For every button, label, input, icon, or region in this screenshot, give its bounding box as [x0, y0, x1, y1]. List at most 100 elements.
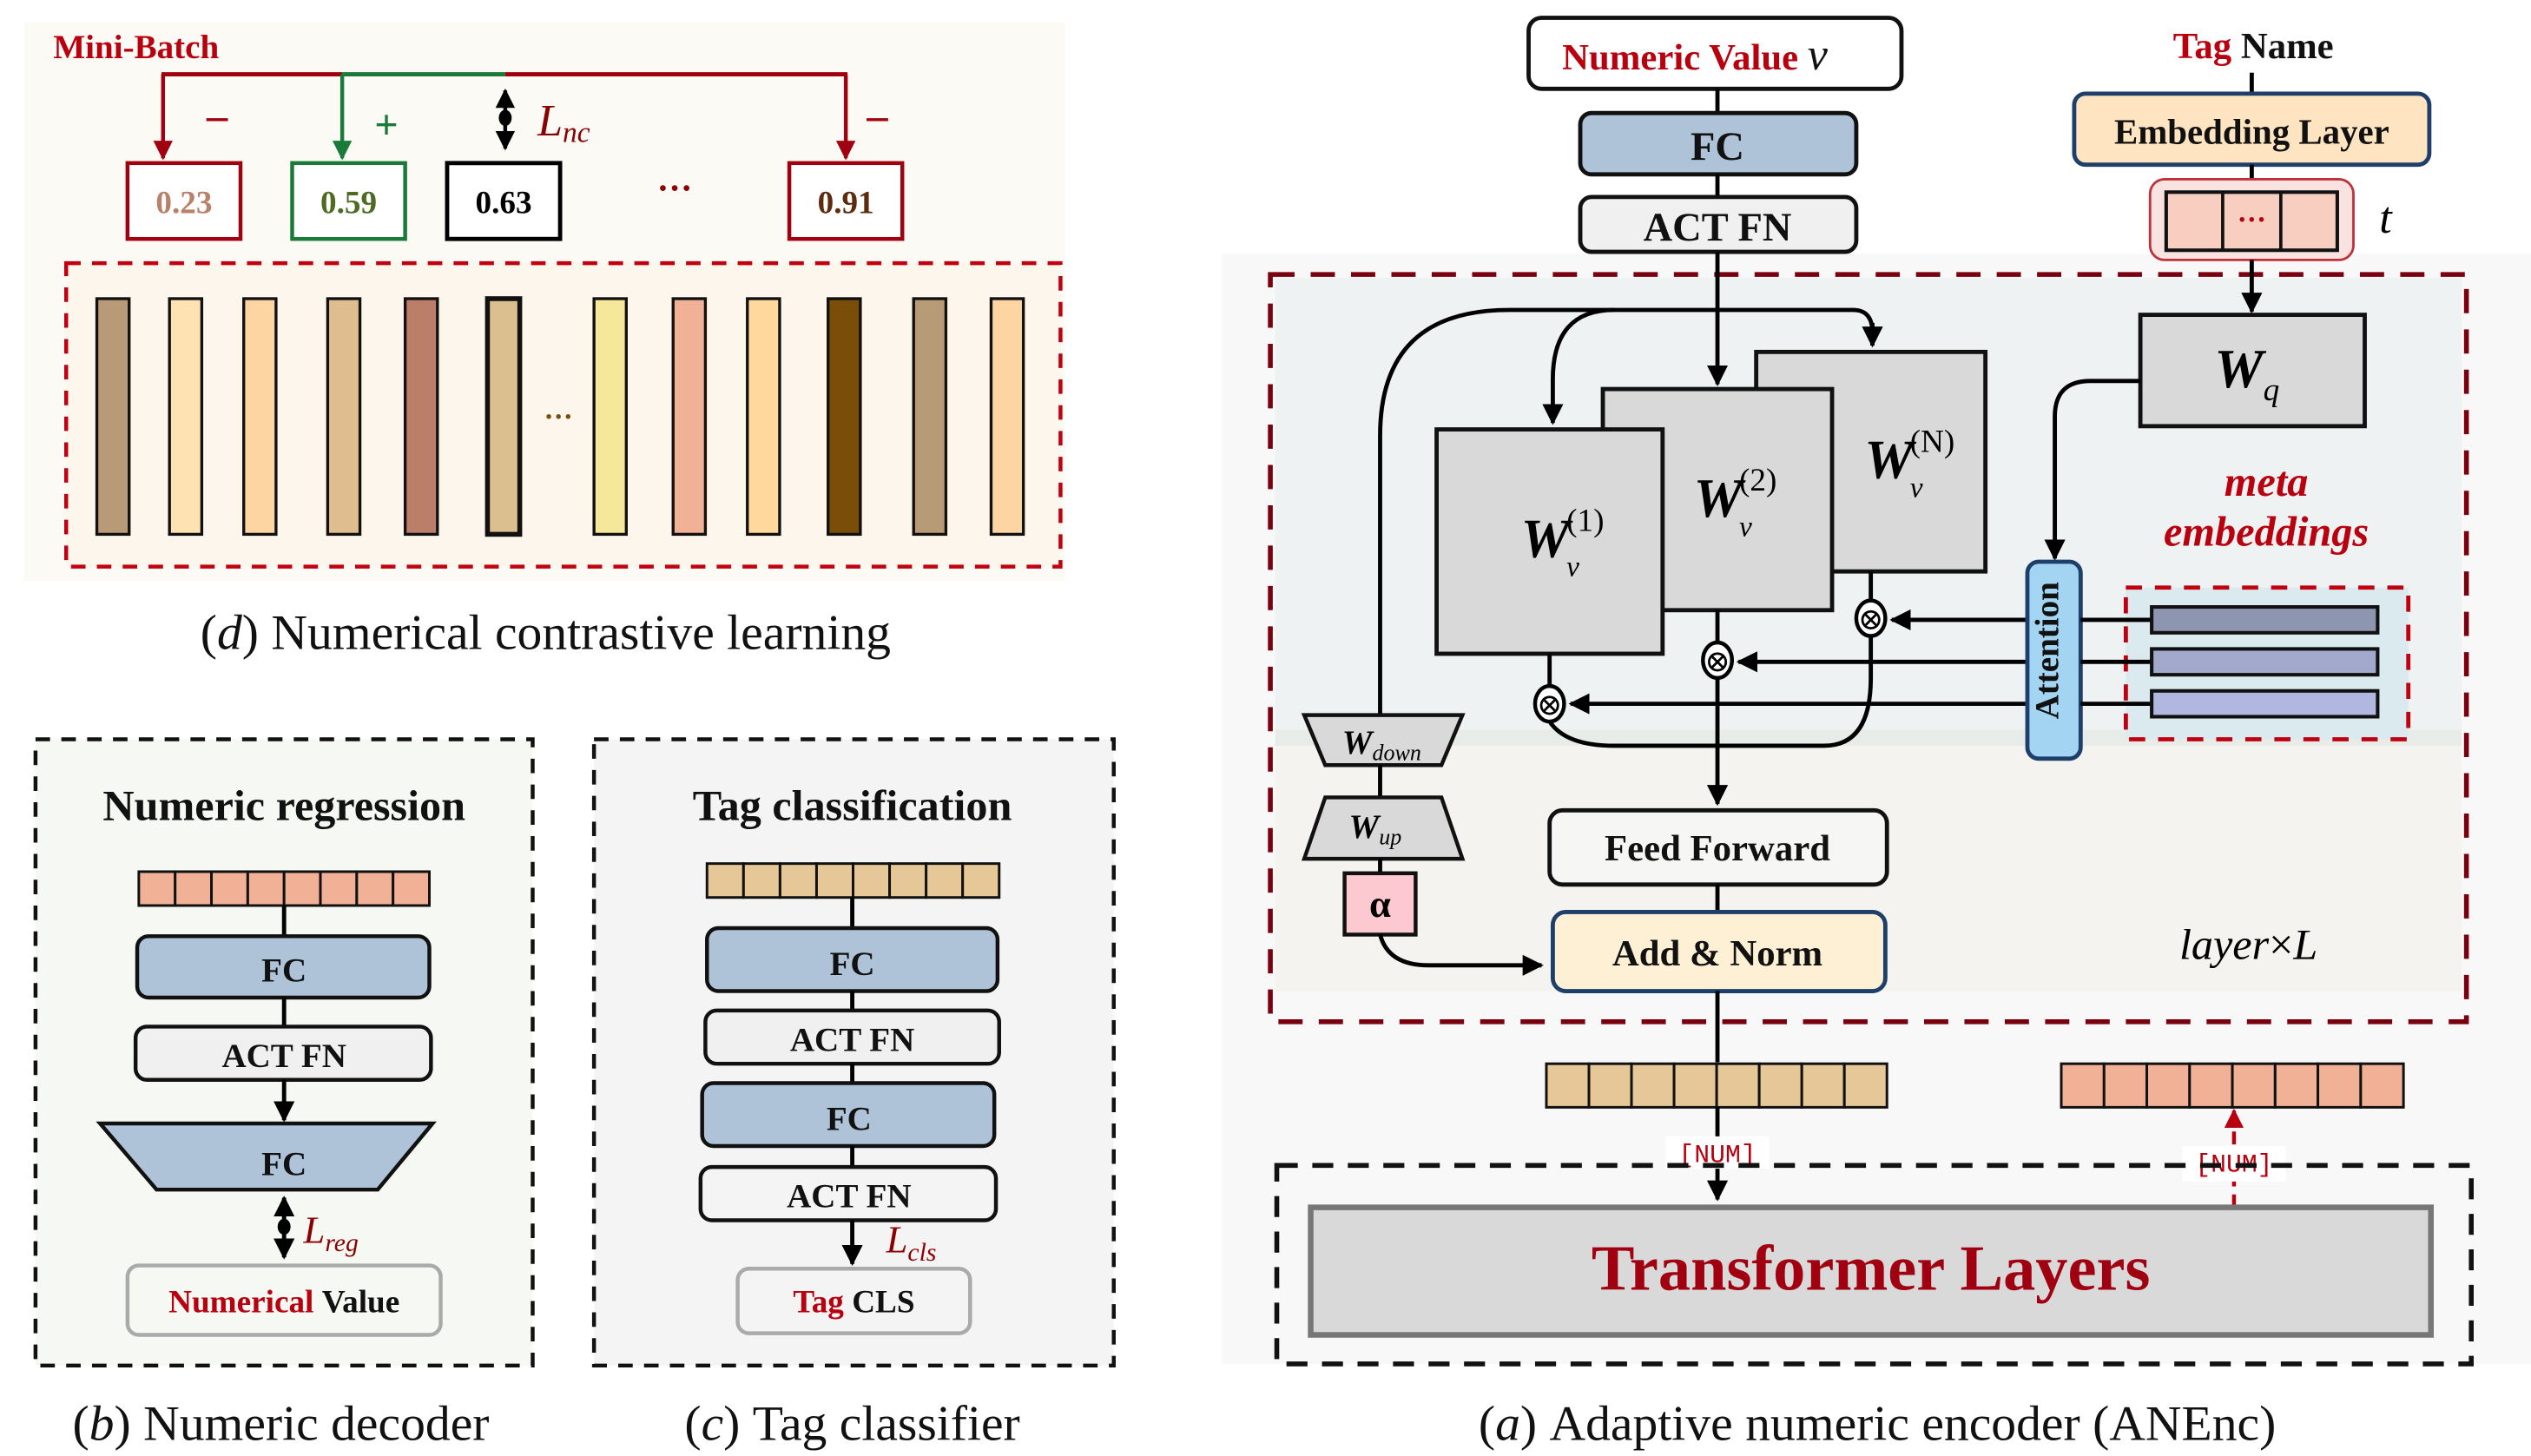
- fc-layer-label: FC: [1691, 125, 1744, 169]
- svg-text:⊗: ⊗: [1537, 688, 1563, 722]
- alpha-scale: [1342, 871, 1418, 937]
- embedding-bar: [95, 297, 131, 537]
- loss-nc-dot: [498, 109, 512, 127]
- token-cell: [1630, 1062, 1676, 1109]
- encoder-layer-frame: [1268, 272, 2469, 1024]
- token-cell: [1715, 1062, 1761, 1109]
- token-cell: [2102, 1062, 2149, 1109]
- token-cell: [1800, 1062, 1846, 1109]
- act-fn-label: ACT FN: [221, 1038, 346, 1075]
- tag-embedding-ellipsis: ···: [2238, 204, 2266, 236]
- token-cell: [392, 870, 431, 907]
- tag-name-label: Tag Name: [2173, 26, 2334, 67]
- sign-positive: +: [374, 102, 399, 148]
- tag-classification-title: Tag classification: [693, 781, 1012, 829]
- token-cell: [2060, 1062, 2106, 1109]
- meta-embedding-bar: [2150, 605, 2380, 635]
- token-cell: [2188, 1062, 2234, 1109]
- output-token-vector: [137, 870, 431, 907]
- caption-a: (a) Adaptive numeric encoder (ANEnc): [1479, 1396, 2276, 1451]
- token-cell: [888, 862, 928, 899]
- token-cell: [246, 870, 286, 907]
- values-ellipsis: ···: [657, 169, 693, 208]
- token-cell: [282, 870, 322, 907]
- alpha-label: α: [1369, 882, 1391, 926]
- embedding-bar: [326, 297, 362, 537]
- embedding-bars: [95, 296, 1025, 537]
- token-cell: [2359, 1062, 2405, 1109]
- token-cell: [2145, 1062, 2192, 1109]
- feed-forward-label: Feed Forward: [1605, 828, 1830, 869]
- token-cell: [1587, 1062, 1633, 1109]
- token-cell: [1757, 1062, 1803, 1109]
- w-down-label: Wdown: [1342, 724, 1421, 765]
- panel-tag-classifier: Tag classification FC ACT FN FC ACT FN L…: [591, 737, 1116, 1451]
- svg-text:⊗: ⊗: [1704, 644, 1730, 678]
- act-fn-2: [698, 1164, 999, 1222]
- output-token-vector: [2060, 1062, 2405, 1109]
- tag-embedding-vector: [2164, 190, 2339, 253]
- caption-b: (b) Numeric decoder: [72, 1396, 489, 1451]
- panel-contrastive-learning: Mini-Batch – + – Lnc 0.23 0.59 0.63 ···: [23, 23, 1065, 660]
- meta-label: meta: [2225, 459, 2309, 505]
- embedding-bar: [746, 297, 781, 537]
- wv-1-label: Wv(1): [1521, 504, 1605, 583]
- token-cell: [1672, 1062, 1718, 1109]
- fc-layer-2-label: FC: [261, 1145, 306, 1183]
- value-091: 0.91: [818, 185, 874, 221]
- token-cell: [705, 862, 745, 899]
- value-box-063: 0.63: [445, 161, 563, 241]
- numerical-value-label: Numerical Value: [168, 1284, 399, 1320]
- token-cell: [852, 862, 892, 899]
- token-cell: [925, 862, 965, 899]
- embedding-bar: [671, 297, 708, 537]
- bars-ellipsis: ···: [544, 401, 572, 433]
- panel-adaptive-numeric-encoder: Numeric Value v FC ACT FN Tag Name Embed…: [1222, 16, 2531, 1451]
- act-fn-label: ACT FN: [1644, 206, 1792, 250]
- sign-negative-left: –: [206, 93, 228, 139]
- token-cell: [742, 862, 781, 899]
- wv-n-label: Wv(N): [1864, 425, 1954, 504]
- loss-subscript: nc: [563, 117, 590, 149]
- meta-embedding-bars: [2150, 605, 2380, 719]
- value-box-023: 0.23: [125, 161, 243, 241]
- fc-layer-2-label: FC: [827, 1100, 872, 1137]
- token-cell: [210, 870, 249, 907]
- token-cell: [2273, 1062, 2320, 1109]
- multiply-node-2: ⊗: [1701, 640, 1734, 681]
- token-cell: [319, 870, 359, 907]
- loss-symbol: L: [537, 96, 563, 146]
- token-cell: [2317, 1062, 2363, 1109]
- transformer-layers-block: [1308, 1204, 2434, 1338]
- embedding-bar: [484, 296, 523, 537]
- wv-1-matrix: [1434, 427, 1665, 656]
- w-down-projection: [1301, 713, 1466, 768]
- wv-2-label: Wv(2): [1694, 463, 1777, 543]
- value-box-059: 0.59: [290, 161, 407, 241]
- panel-numeric-decoder: Numeric regression FC ACT FN FC Lreg Num…: [33, 737, 535, 1451]
- embedding-layer-label: Embedding Layer: [2114, 113, 2389, 152]
- transformer-layers-label: Transformer Layers: [1592, 1233, 2151, 1304]
- embedding-bar: [168, 297, 204, 537]
- numeric-token-vector: [1545, 1062, 1888, 1109]
- token-cell: [1545, 1062, 1591, 1109]
- sign-negative-right: –: [866, 93, 888, 139]
- w-up-projection: [1301, 795, 1466, 861]
- embedding-bar: [827, 297, 862, 537]
- svg-text:⊗: ⊗: [1858, 603, 1884, 636]
- loss-cls-label: Lcls: [886, 1218, 937, 1267]
- token-cell: [174, 870, 214, 907]
- embedding-bar: [989, 297, 1025, 537]
- embedding-bars-region: [63, 260, 1063, 569]
- act-fn-2-label: ACT FN: [787, 1178, 912, 1216]
- meta-embedding-bar: [2150, 647, 2380, 677]
- numeric-value-label: Numeric Value v: [1562, 30, 1829, 80]
- attention-label: Attention: [2028, 582, 2066, 720]
- token-cell: [814, 862, 854, 899]
- embedding-bar: [242, 297, 278, 537]
- embedding-bar: [912, 297, 948, 537]
- w-up-label: Wup: [1349, 808, 1402, 849]
- wq-label: Wq: [2214, 339, 2279, 408]
- token-cell: [2231, 1062, 2277, 1109]
- multiply-node-n: ⊗: [1854, 598, 1888, 638]
